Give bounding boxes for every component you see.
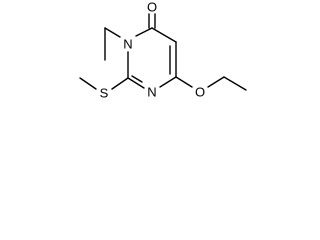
atom-n1-label: N xyxy=(147,85,156,100)
bond-n1-c2 xyxy=(127,77,145,89)
bond-n3-c4 xyxy=(135,27,153,37)
bond-c2-s xyxy=(111,77,129,90)
bond-c6-n1 xyxy=(159,76,177,88)
bond-s-ch3 xyxy=(79,77,97,90)
bond-n1-c2-inner xyxy=(131,75,143,83)
atom-ether-o-label: O xyxy=(195,85,205,100)
atom-n3-label: N xyxy=(123,37,132,52)
bond-ch2-ch3-ethoxy xyxy=(223,76,247,91)
chemical-structure: N N O S O xyxy=(79,0,247,101)
bond-c6-o xyxy=(175,76,193,88)
bond-c4-c5 xyxy=(151,27,177,43)
atom-s-label: S xyxy=(100,86,109,101)
bond-o-ch2 xyxy=(207,76,225,88)
structure-canvas: N N O S O xyxy=(0,0,250,138)
atom-carbonyl-o-label: O xyxy=(147,0,157,15)
bond-n3-ch2 xyxy=(104,27,121,38)
